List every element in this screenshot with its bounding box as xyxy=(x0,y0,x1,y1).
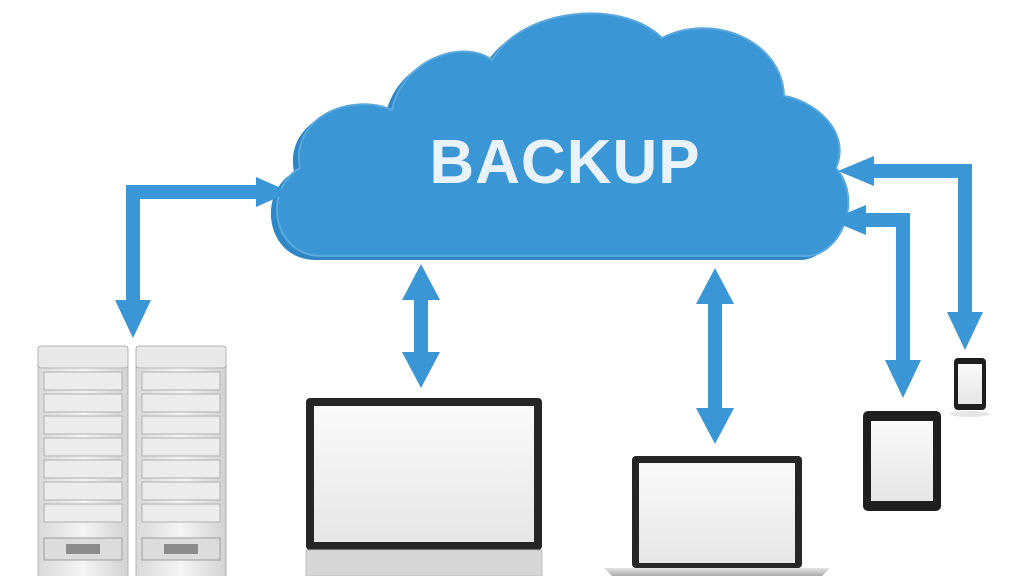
desktop-sync-arrow xyxy=(402,264,440,388)
server-icon xyxy=(37,345,227,576)
laptop-sync-arrow xyxy=(696,268,734,444)
monitor-icon xyxy=(305,398,543,576)
laptop-icon xyxy=(604,456,830,576)
server-sync-arrow xyxy=(115,177,290,338)
sync-arrows xyxy=(115,156,983,444)
tablet-sync-arrow xyxy=(830,205,921,398)
cloud-label: BACKUP xyxy=(429,127,701,197)
backup-cloud xyxy=(270,12,850,260)
smartphone-icon xyxy=(950,358,990,417)
tablet-icon xyxy=(863,411,941,511)
phone-sync-arrow xyxy=(838,156,983,350)
